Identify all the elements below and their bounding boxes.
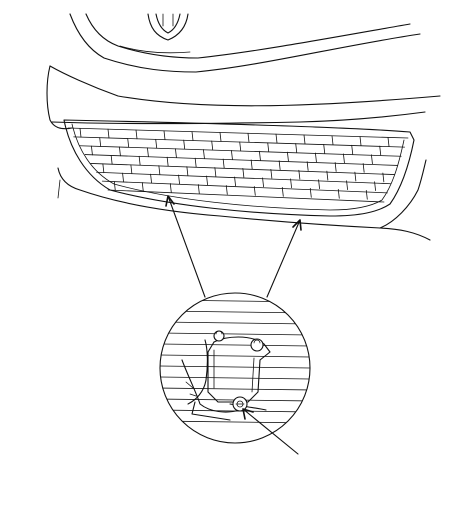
grille-divider [250, 159, 253, 170]
grille-divider [219, 132, 222, 142]
grille-divider [362, 163, 365, 173]
screw-leader-line [242, 408, 299, 455]
grille-divider [211, 140, 214, 151]
grille-slat [67, 127, 409, 139]
grille-divider [158, 165, 161, 175]
grille-divider [155, 138, 158, 149]
grille-divider [270, 168, 273, 179]
grille-divider [234, 176, 236, 187]
detail-grille-line [160, 376, 310, 380]
grille-divider [183, 139, 186, 150]
grille-divider [239, 141, 242, 152]
grille-divider [387, 137, 390, 147]
grille-divider [147, 147, 149, 158]
grille-divider [331, 135, 334, 146]
grille-slat [101, 180, 388, 194]
grille-divider [323, 144, 326, 154]
grille-divider [382, 172, 385, 183]
grille-divider [110, 155, 113, 165]
grille-divider [315, 152, 317, 163]
grille-divider [130, 164, 133, 175]
grille-divider [99, 137, 102, 147]
grille-divider [197, 184, 200, 194]
grille-divider [119, 146, 121, 157]
grille-divider [169, 183, 172, 193]
grille-slat [79, 145, 402, 157]
grille-slat [84, 154, 399, 166]
grille-slat [107, 189, 385, 203]
grille-divider [113, 181, 116, 191]
grille-divider [275, 133, 278, 144]
screw-icon [232, 396, 248, 412]
grille-divider [287, 151, 289, 162]
grille-divider [79, 127, 82, 138]
detail-grille-line [160, 332, 310, 336]
grille-divider [122, 172, 124, 183]
grille-divider [318, 179, 320, 190]
grille-divider [186, 166, 189, 176]
grille-divider [127, 138, 130, 148]
grille-divider [306, 161, 309, 171]
grille-divider [107, 128, 110, 139]
grille-divider [178, 174, 180, 185]
grille-divider [175, 148, 177, 158]
grille-divider [102, 163, 105, 174]
grille-divider [222, 158, 225, 169]
grille-divider [242, 168, 245, 178]
grille-divider [298, 169, 301, 180]
grille-divider [191, 131, 194, 141]
grille-divider [141, 182, 144, 192]
grille-divider [206, 175, 208, 186]
grille-divider [91, 145, 93, 156]
magnify-circle-icon [159, 292, 311, 444]
grille-divider [253, 186, 256, 196]
grille-divider [303, 134, 306, 145]
grille-divider [371, 154, 373, 165]
detail-grille-line [160, 365, 310, 369]
grille-divider [135, 129, 138, 140]
grille-divider [259, 150, 261, 161]
grille-divider [309, 188, 312, 198]
grille-slat [96, 171, 392, 185]
detail-grille-line [160, 321, 310, 325]
grille-icon [63, 119, 415, 217]
detail-grille-line [160, 343, 310, 347]
grille-divider [138, 155, 141, 166]
grille-divider [337, 189, 340, 199]
grille-divider [278, 160, 281, 171]
grille-divider [374, 181, 376, 191]
grille-divider [379, 145, 382, 156]
grille-divider [295, 143, 298, 153]
grille-divider [166, 156, 169, 167]
grille-divider [359, 136, 362, 146]
grille-divider [334, 162, 337, 172]
grille-divider [231, 150, 233, 160]
grille-divider [326, 170, 329, 181]
grille-divider [247, 132, 250, 143]
leader-arrows [165, 195, 302, 298]
grille-divider [346, 180, 348, 191]
grille-divider [351, 144, 354, 155]
emblem-icon [147, 13, 189, 41]
detail-grille-line [160, 354, 310, 358]
hood-outline [69, 13, 421, 73]
clip-icon [207, 330, 271, 403]
grille-divider [365, 190, 368, 200]
grille-divider [354, 171, 357, 182]
grille-divider [150, 173, 152, 184]
grille-divider [203, 149, 205, 159]
detail-grille-line [160, 387, 310, 391]
grille-slat [73, 136, 405, 148]
grille-divider [163, 130, 166, 141]
grille-divider [267, 142, 270, 152]
bumper-fascia [46, 65, 441, 241]
grille-divider [262, 177, 264, 188]
grille-divider [225, 185, 228, 195]
grille-divider [194, 157, 197, 168]
grille-divider [343, 153, 345, 164]
grille-divider [281, 187, 284, 197]
grille-divider [290, 178, 292, 189]
grille-divider [214, 167, 217, 177]
